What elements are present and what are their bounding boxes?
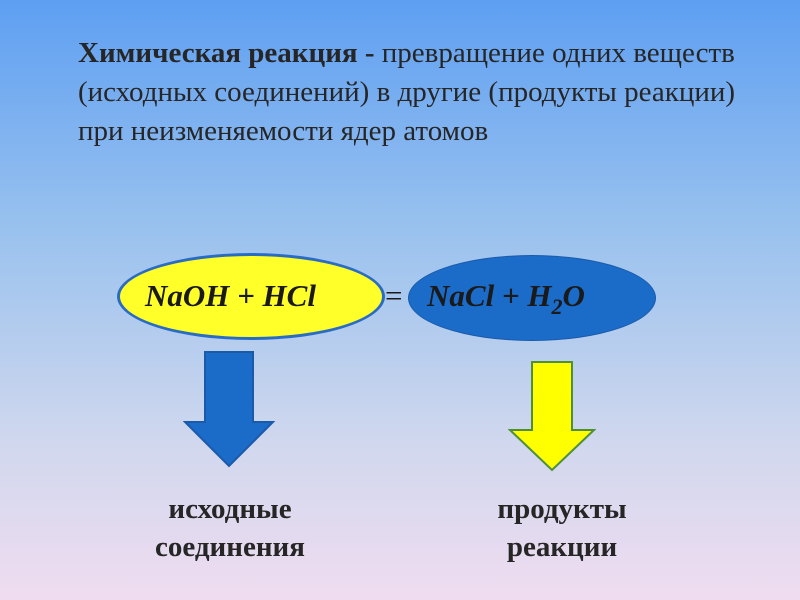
reactants-caption-line1: исходные <box>168 493 292 525</box>
reactants-formula: NaOH + HCl <box>145 278 316 313</box>
reactants-ellipse <box>117 253 385 340</box>
definition-term: Химическая реакция - <box>78 37 382 69</box>
definition-text: Химическая реакция - превращение одних в… <box>78 34 778 151</box>
reactants-caption: исходные соединения <box>100 490 360 566</box>
products-ellipse <box>408 255 656 341</box>
reactants-caption-line2: соединения <box>155 531 305 563</box>
products-formula-tail: O <box>562 278 585 313</box>
products-formula: NaCl + H2O <box>427 278 585 325</box>
definition-body: превращение одних веществ (исходных соед… <box>78 37 736 147</box>
products-caption: продукты реакции <box>432 490 692 566</box>
down-arrow-icon <box>183 351 275 468</box>
products-caption-line2: реакции <box>506 531 618 563</box>
products-formula-main: NaCl + H <box>427 278 552 313</box>
products-formula-subscript: 2 <box>551 294 563 319</box>
products-caption-line1: продукты <box>497 493 627 525</box>
down-arrow-icon <box>508 361 596 472</box>
equals-sign: = <box>385 278 403 313</box>
